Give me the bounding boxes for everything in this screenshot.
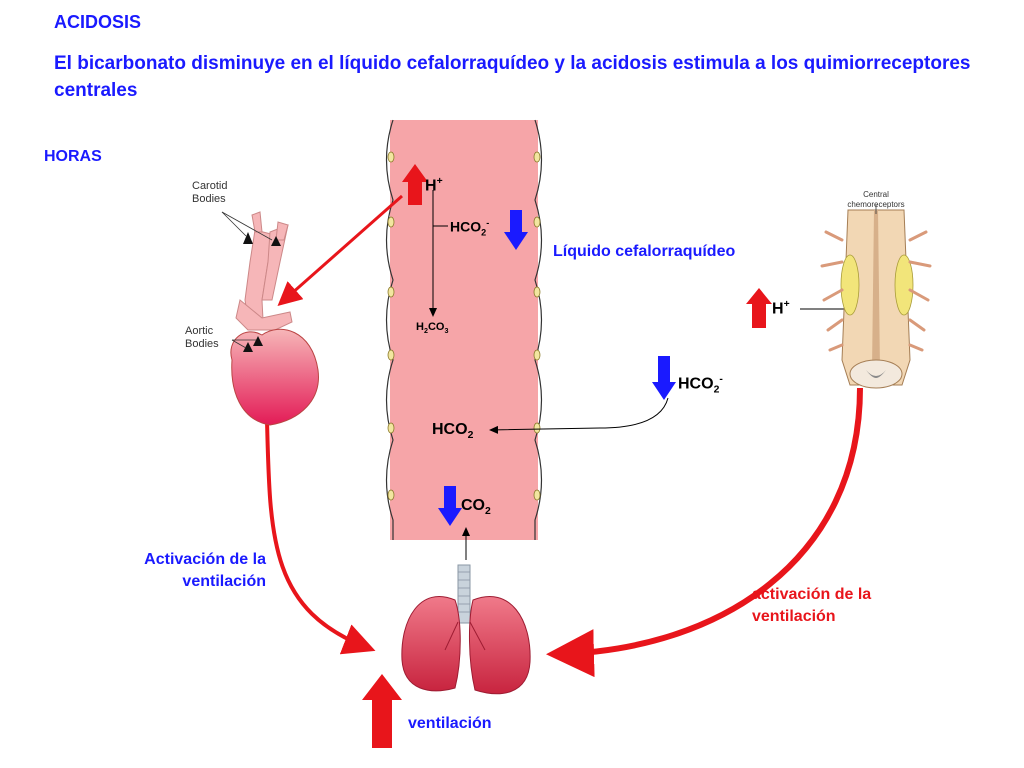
- vessel-hco2-minus: HCO2-: [450, 218, 490, 238]
- page-subtitle: El bicarbonato disminuye en el líquido c…: [54, 53, 971, 101]
- left-activation-curve: [265, 419, 376, 655]
- lungs-illustration: [401, 564, 531, 695]
- csf-h-up-arrow-icon: [746, 288, 772, 328]
- left-activation-label: Activación de la ventilación: [144, 551, 266, 590]
- central-chemoreceptors-label: Central chemoreceptors: [847, 190, 905, 209]
- vessel-h2co3: H2CO3: [416, 321, 449, 336]
- csf-label: Líquido cefalorraquídeo: [553, 243, 736, 260]
- csf-hco2-minus: HCO2-: [678, 374, 723, 396]
- heart-illustration: [221, 211, 319, 426]
- right-activation-curve: [546, 387, 863, 678]
- h-up-arrow-icon: [402, 164, 428, 205]
- right-activation-label: activación de la ventilación: [752, 586, 872, 625]
- hco2-transfer-arrow: [489, 397, 669, 434]
- vessel-co2: CO2: [461, 497, 491, 518]
- aortic-bodies-label: Aortic Bodies: [185, 325, 219, 350]
- hco2-down-arrow-icon: [504, 210, 528, 250]
- vessel-hco2: HCO2: [432, 421, 474, 442]
- csf-h-ion: H+: [772, 299, 790, 318]
- csf-hco2-down-arrow-icon: [652, 356, 676, 400]
- reaction-line: [429, 190, 448, 317]
- brainstem-illustration: [820, 205, 932, 389]
- page-title: ACIDOSIS: [54, 12, 142, 32]
- ventilation-up-arrow-icon: [362, 674, 402, 748]
- ventilation-label: ventilación: [408, 715, 492, 732]
- time-label: HORAS: [44, 148, 102, 165]
- co2-down-arrow-icon: [438, 486, 462, 526]
- carotid-bodies-label: Carotid Bodies: [192, 180, 228, 205]
- h-to-carotid-arrow: [277, 194, 403, 306]
- vessel-h-ion: H+: [425, 176, 443, 195]
